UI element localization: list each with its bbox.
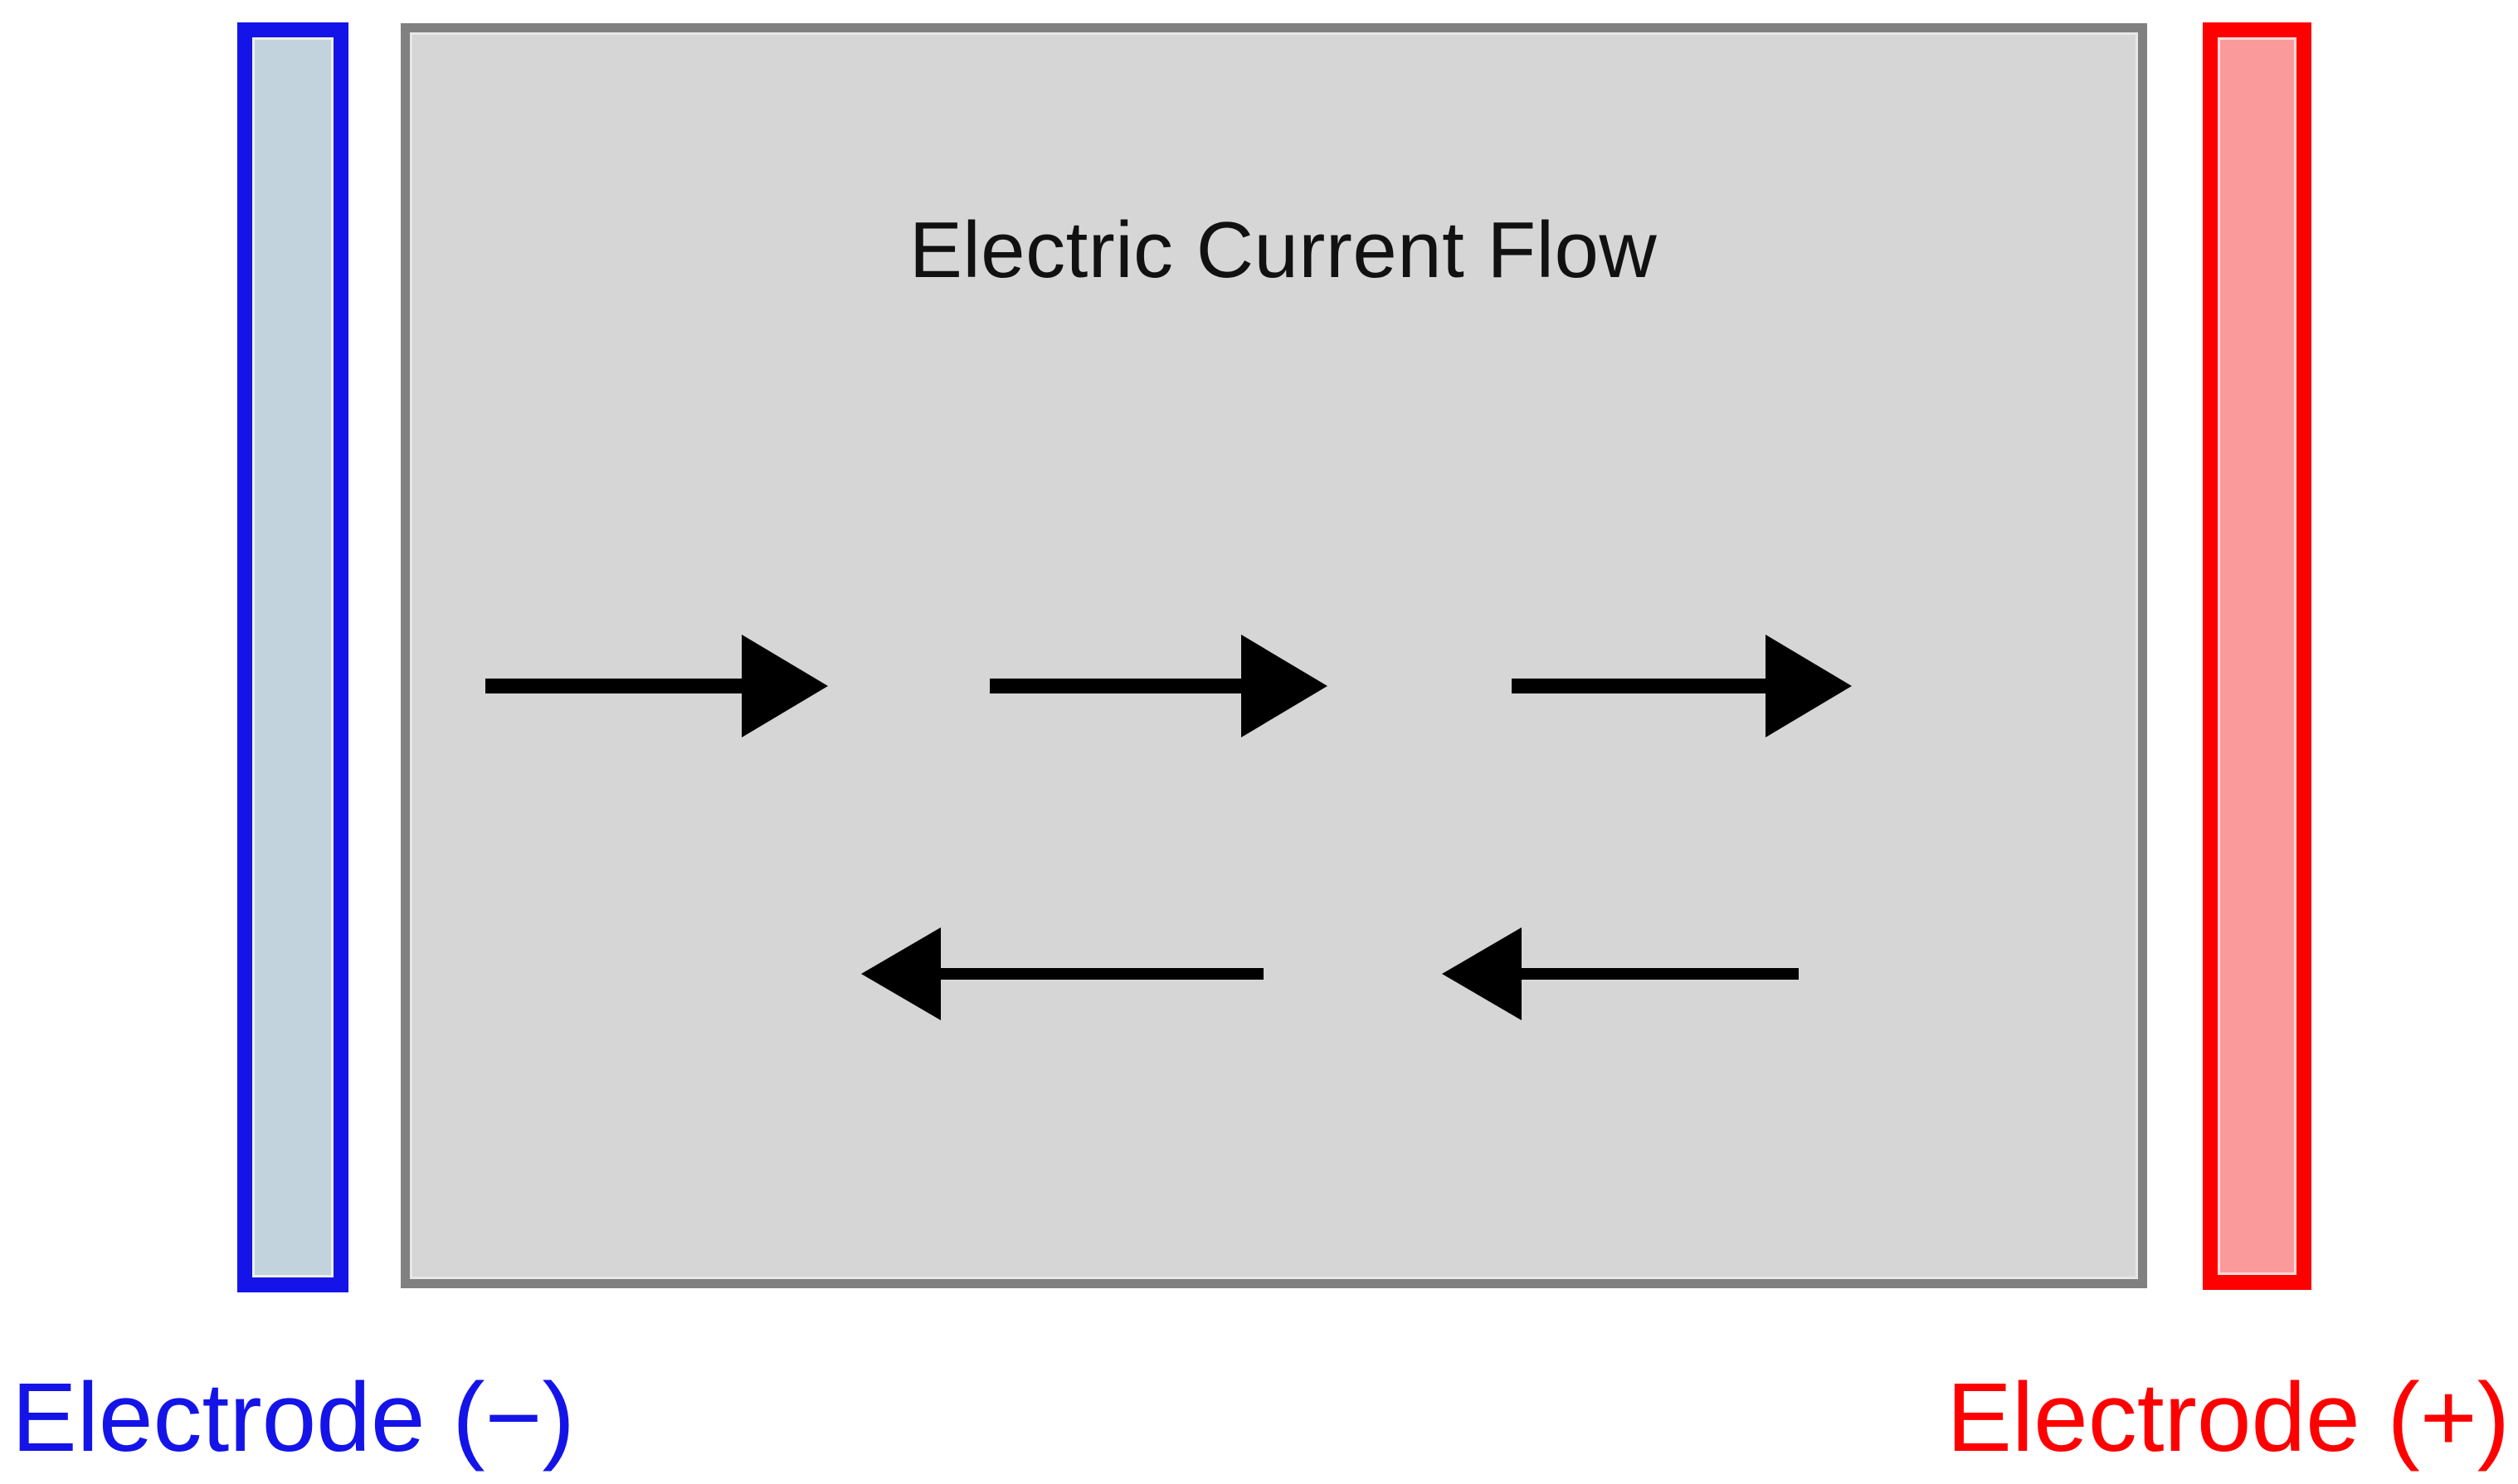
cell-title: Electric Current Flow <box>908 206 1658 294</box>
electrode-label-positive: Electrode (+) <box>1946 1363 2510 1472</box>
electrode-label-negative: Electrode (−) <box>12 1363 575 1472</box>
electrode-bar-negative <box>237 22 348 1292</box>
electrode-bar-positive <box>2203 22 2311 1290</box>
electrolyte-cell: Electric Current Flow <box>401 23 2147 1288</box>
